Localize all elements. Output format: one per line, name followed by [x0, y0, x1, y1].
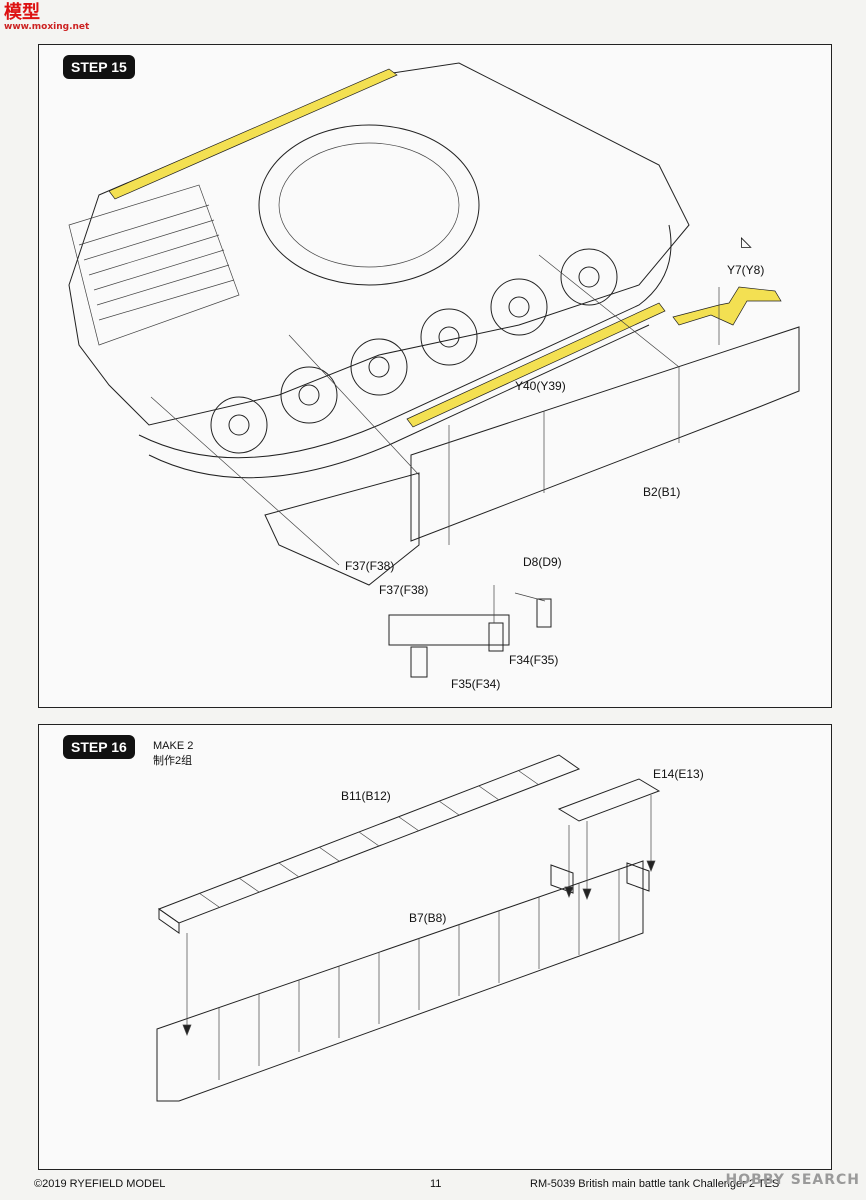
callout-b2: B2(B1): [643, 485, 681, 499]
side-rail-upper: [108, 68, 398, 200]
step-16-illustration: [156, 754, 661, 1102]
step-15-illustration: [68, 62, 800, 678]
step-15-badge: STEP 15: [63, 55, 135, 79]
callout-e14: E14(E13): [653, 767, 704, 781]
part-y7: [672, 286, 782, 326]
watermark-logo: 模型 www.moxing.net: [4, 2, 90, 33]
step-15-panel: STEP 15 Y7(Y8) Y40(Y39) B2(B1) D8(D9) F3…: [38, 44, 832, 708]
callout-f37-lower: F37(F38): [379, 583, 429, 597]
callout-f37-upper: F37(F38): [345, 559, 395, 573]
step-16-panel: STEP 16 MAKE 2 制作2组 B11(B12) E14(E13) B7…: [38, 724, 832, 1170]
site-watermark: HOBBY SEARCH: [725, 1172, 860, 1188]
step-16-badge: STEP 16: [63, 735, 135, 759]
cement-icon: ◺: [741, 233, 752, 249]
callout-f35: F35(F34): [451, 677, 501, 691]
footer-copyright: ©2019 RYEFIELD MODEL: [34, 1178, 166, 1190]
callout-b7: B7(B8): [409, 911, 447, 925]
callout-y7: Y7(Y8): [727, 263, 765, 277]
footer-page-number: 11: [430, 1178, 442, 1190]
make-note-chinese: 制作2组: [153, 755, 193, 767]
watermark-brand: 模型: [4, 2, 40, 23]
watermark-site: www.moxing.net: [4, 22, 90, 32]
make-quantity-note: MAKE 2 制作2组: [153, 739, 193, 769]
callout-y40: Y40(Y39): [515, 379, 566, 393]
make-note-english: MAKE 2: [153, 740, 194, 752]
callout-b11: B11(B12): [341, 789, 391, 803]
callout-d8: D8(D9): [523, 555, 562, 569]
side-rail-y40: [406, 302, 666, 428]
footer-product: RM-5039 British main battle tank Challen…: [530, 1178, 780, 1190]
callout-f34: F34(F35): [509, 653, 559, 667]
